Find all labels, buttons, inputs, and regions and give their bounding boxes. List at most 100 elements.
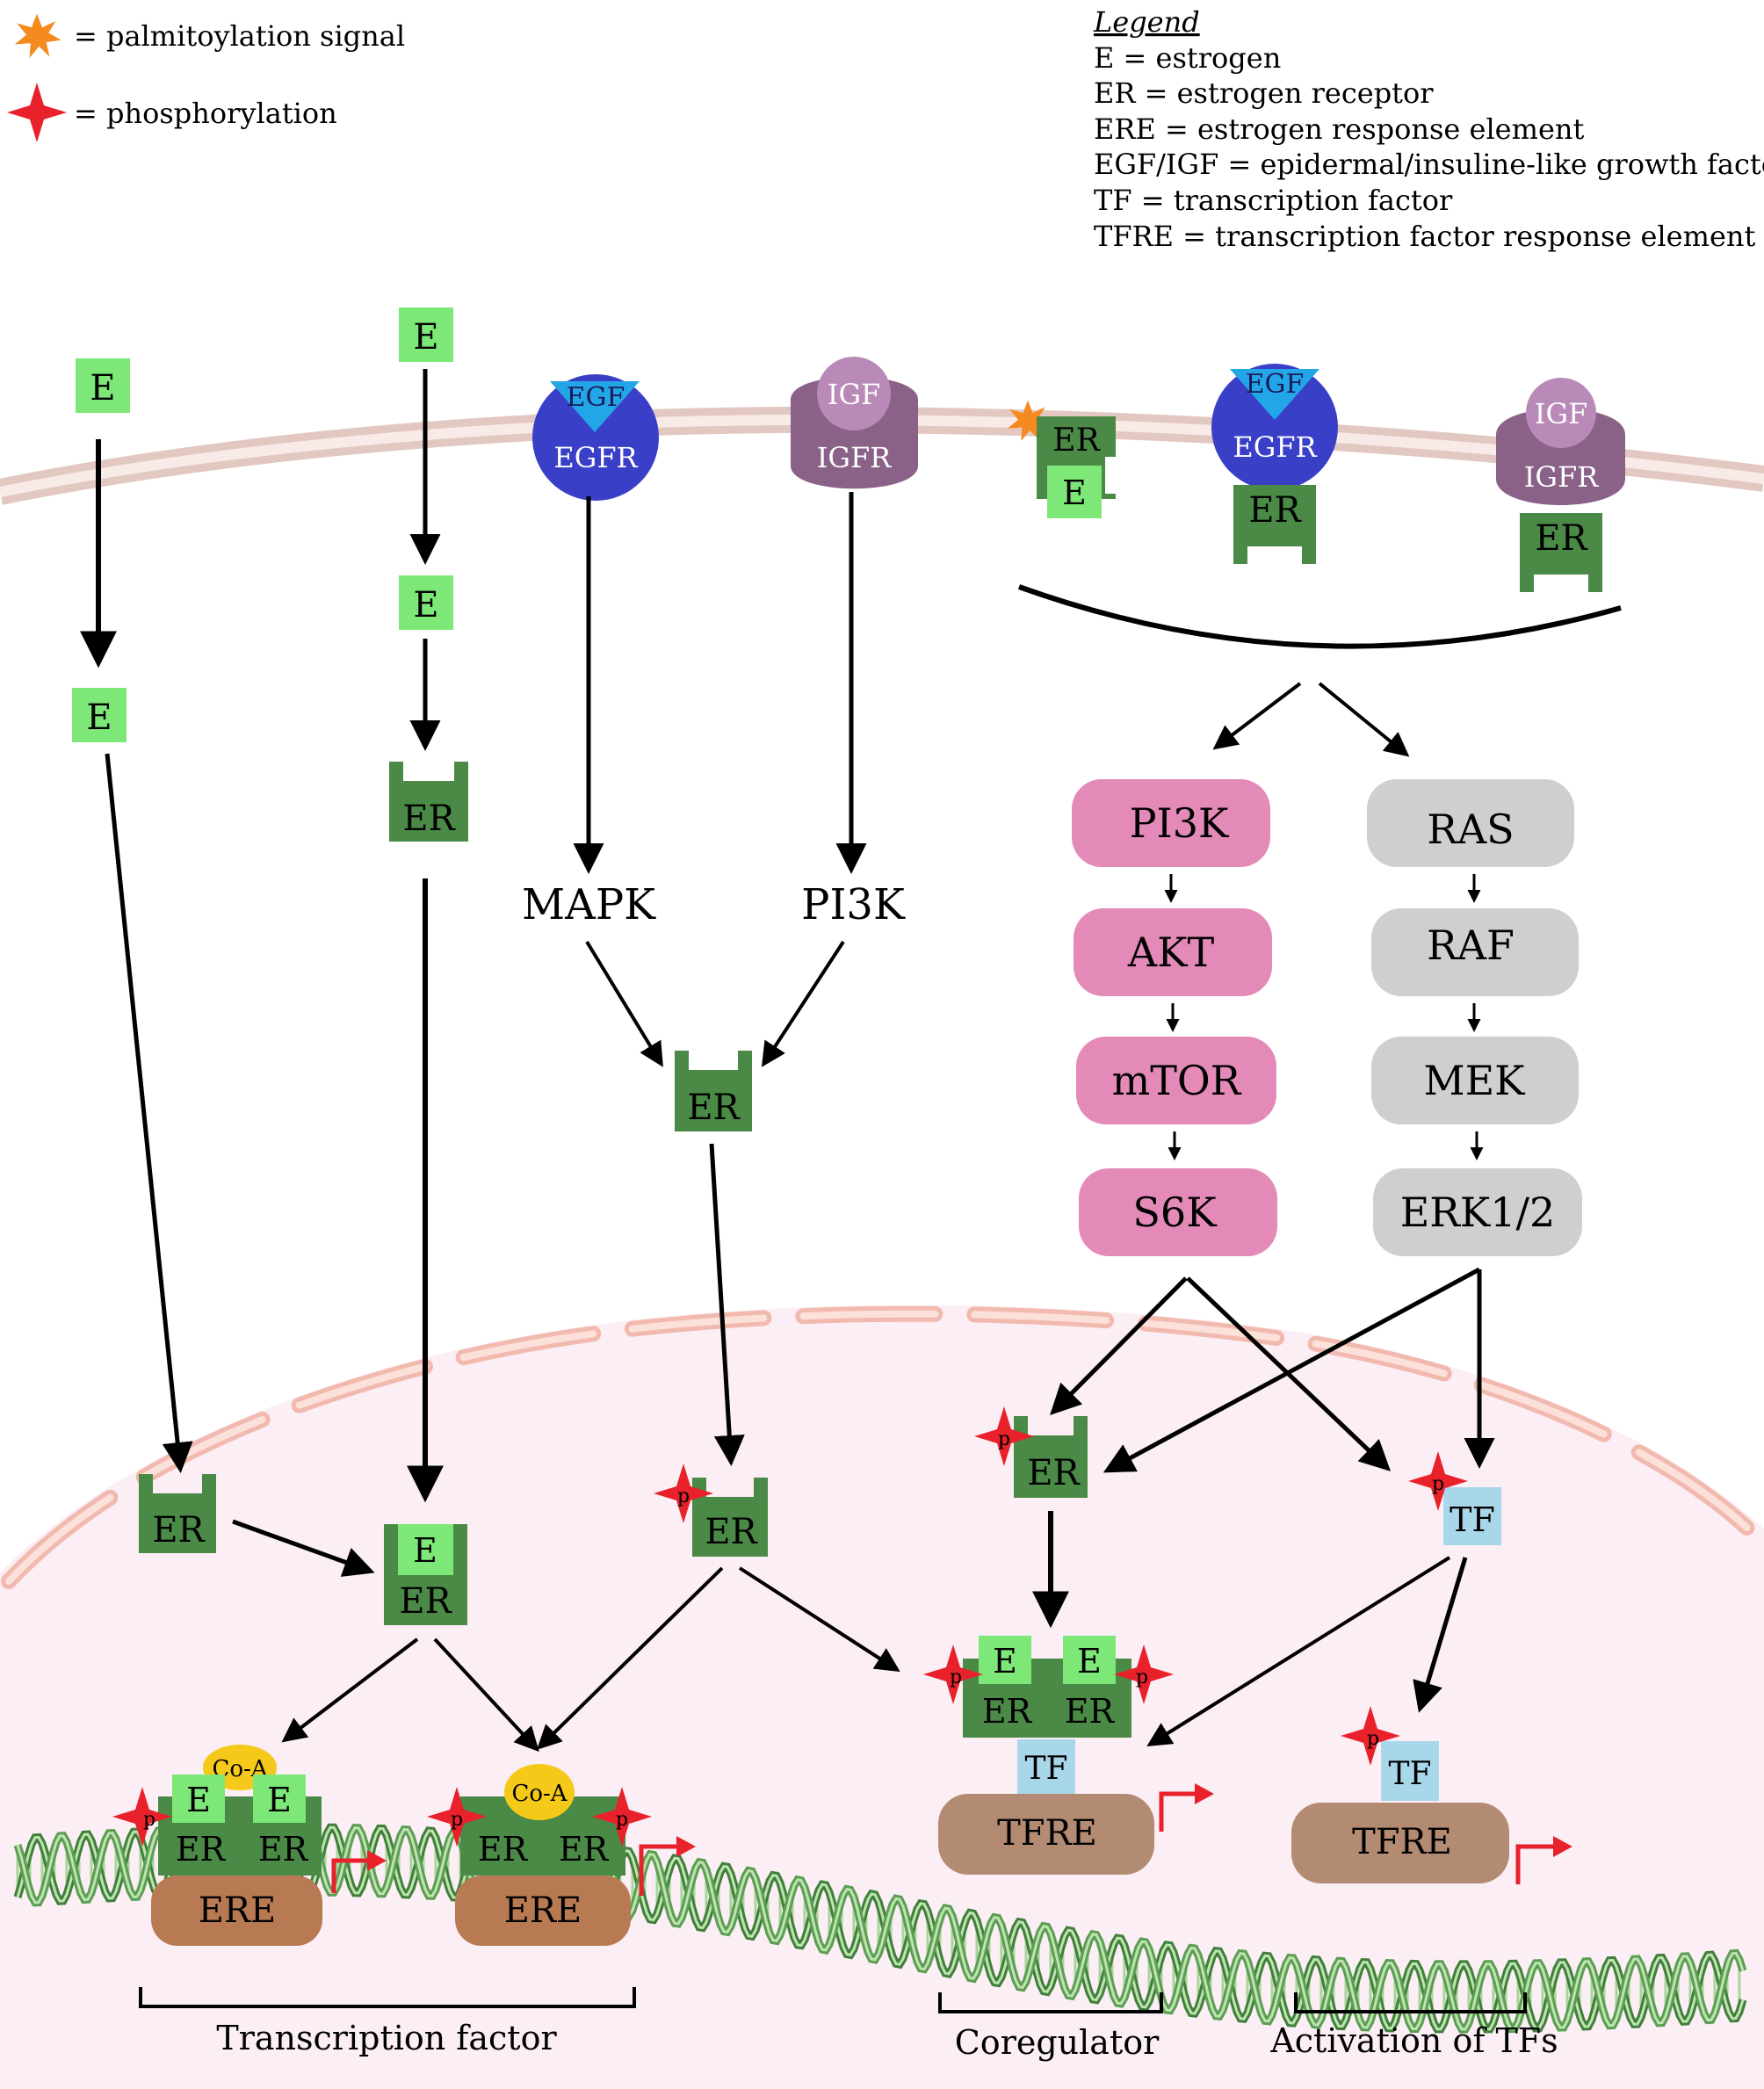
pathway-box-ras: RAS — [1367, 779, 1574, 867]
mapk-label: MAPK — [522, 880, 656, 929]
svg-text:p: p — [998, 1428, 1010, 1450]
svg-text:ER: ER — [402, 799, 456, 839]
bracket-transcription-factor: Transcription factor — [139, 1987, 636, 2057]
svg-text:ER: ER — [1065, 1692, 1116, 1731]
svg-text:mTOR: mTOR — [1112, 1057, 1242, 1104]
svg-text:p: p — [1367, 1728, 1379, 1750]
pi3k-label: PI3K — [801, 880, 906, 929]
phosphorylated-er: ER p — [974, 1406, 1088, 1498]
svg-text:TF: TF — [1025, 1751, 1068, 1787]
svg-text:IGFR: IGFR — [1524, 460, 1599, 494]
palmitoylation-key-text: = palmitoylation signal — [74, 19, 405, 53]
estrogen-box: E — [72, 688, 127, 742]
estrogen-box: E — [76, 358, 130, 413]
svg-text:IGF: IGF — [1535, 397, 1587, 430]
ere-complex-coactivator-1: ERE ER ER Co-A E E p — [112, 1745, 387, 1946]
estrogen-box: E — [399, 575, 453, 630]
svg-text:ER: ER — [559, 1830, 610, 1869]
phosphorylated-tf: TF p — [1408, 1451, 1501, 1545]
convergence-brace — [1017, 584, 1622, 649]
svg-text:ER: ER — [1248, 490, 1302, 531]
legend-line: ERE = estrogen response element — [1094, 112, 1585, 146]
palmitoylation-icon — [14, 13, 61, 58]
legend: Legend E = estrogen ER = estrogen recept… — [1093, 5, 1764, 253]
tfre-tf-complex: TFRE TF p — [1291, 1706, 1572, 1884]
svg-text:E: E — [1077, 1642, 1102, 1681]
svg-text:ER: ER — [1052, 423, 1100, 459]
er-receptor: ER — [675, 1051, 752, 1131]
svg-text:IGF: IGF — [828, 378, 880, 411]
pathway-box-mek: MEK — [1371, 1037, 1579, 1124]
svg-text:ER: ER — [258, 1830, 309, 1869]
svg-text:ER: ER — [399, 1581, 452, 1622]
svg-text:E: E — [413, 317, 438, 358]
pathway-box-raf: RAF — [1371, 908, 1579, 996]
egfr-receptor: EGF EGFR — [532, 374, 659, 501]
bracket-activation-tfs: Activation of TFs — [1269, 1992, 1558, 2060]
legend-line: TFRE = transcription factor response ele… — [1094, 220, 1755, 253]
er-receptor: ER — [389, 762, 468, 842]
svg-text:EGF: EGF — [567, 382, 625, 413]
svg-text:TF: TF — [1389, 1756, 1432, 1792]
svg-text:p: p — [451, 1809, 463, 1831]
svg-text:E: E — [186, 1781, 211, 1819]
svg-text:E: E — [993, 1642, 1017, 1681]
svg-text:EGFR: EGFR — [1233, 430, 1317, 464]
svg-text:E: E — [267, 1781, 292, 1819]
estrogen-box: E — [399, 307, 453, 362]
svg-text:ER: ER — [152, 1510, 206, 1550]
pathway-box-erk: ERK1/2 — [1373, 1168, 1582, 1256]
svg-text:EGF: EGF — [1246, 369, 1305, 400]
legend-line: ER = estrogen receptor — [1094, 76, 1434, 110]
igfr-receptor: IGF IGFR — [791, 357, 918, 489]
er-receptor: ER — [139, 1474, 216, 1553]
estrogen-er-complex: E ER — [384, 1524, 467, 1625]
svg-text:E: E — [86, 698, 112, 738]
svg-text:RAF: RAF — [1427, 922, 1515, 969]
svg-text:p: p — [1432, 1473, 1444, 1495]
svg-text:PI3K: PI3K — [1130, 799, 1230, 847]
svg-text:Transcription factor: Transcription factor — [216, 2019, 557, 2057]
svg-text:Activation of TFs: Activation of TFs — [1269, 2021, 1558, 2060]
svg-text:ERE: ERE — [504, 1890, 582, 1931]
svg-text:ER: ER — [1535, 518, 1588, 559]
svg-text:E: E — [1062, 473, 1087, 512]
svg-text:p: p — [677, 1485, 690, 1507]
legend-title: Legend — [1093, 5, 1200, 39]
svg-text:ERE: ERE — [199, 1890, 277, 1931]
legend-line: E = estrogen — [1094, 41, 1281, 75]
svg-text:RAS: RAS — [1427, 806, 1514, 853]
svg-text:ER: ER — [176, 1830, 227, 1869]
pathway-box-mtor: mTOR — [1076, 1037, 1276, 1124]
key-palmitoylation: = palmitoylation signal — [14, 13, 405, 58]
svg-text:Coregulator: Coregulator — [955, 2023, 1160, 2062]
pathway-box-akt: AKT — [1074, 908, 1272, 996]
svg-text:Co-A: Co-A — [511, 1781, 568, 1807]
legend-line: EGF/IGF = epidermal/insuline-like growth… — [1094, 148, 1764, 181]
svg-text:ER: ER — [705, 1512, 758, 1552]
svg-text:ER: ER — [478, 1830, 529, 1869]
svg-text:EGFR: EGFR — [553, 441, 638, 474]
svg-text:TFRE: TFRE — [997, 1813, 1097, 1854]
bracket-coregulator: Coregulator — [938, 1992, 1163, 2062]
igfr-er-complex: IGF IGFR ER — [1496, 378, 1625, 592]
svg-text:E: E — [413, 1531, 437, 1570]
phosphorylation-key-text: = phosphorylation — [74, 97, 337, 130]
svg-text:ER: ER — [1027, 1453, 1081, 1493]
svg-text:ER: ER — [687, 1088, 741, 1128]
svg-text:p: p — [143, 1809, 155, 1831]
phosphorylation-icon — [7, 83, 67, 142]
palmitoylated-er-complex: ER E — [1007, 400, 1116, 518]
svg-text:AKT: AKT — [1127, 929, 1215, 976]
svg-text:TF: TF — [1450, 1500, 1495, 1539]
svg-text:p: p — [616, 1809, 628, 1831]
svg-text:E: E — [413, 585, 438, 625]
svg-text:ER: ER — [982, 1692, 1033, 1731]
svg-text:p: p — [950, 1666, 962, 1688]
pathway-box-s6k: S6K — [1079, 1168, 1277, 1256]
svg-text:E: E — [90, 368, 115, 408]
key-phosphorylation: = phosphorylation — [7, 83, 337, 142]
svg-text:ERK1/2: ERK1/2 — [1400, 1189, 1556, 1236]
svg-text:MEK: MEK — [1423, 1057, 1526, 1104]
